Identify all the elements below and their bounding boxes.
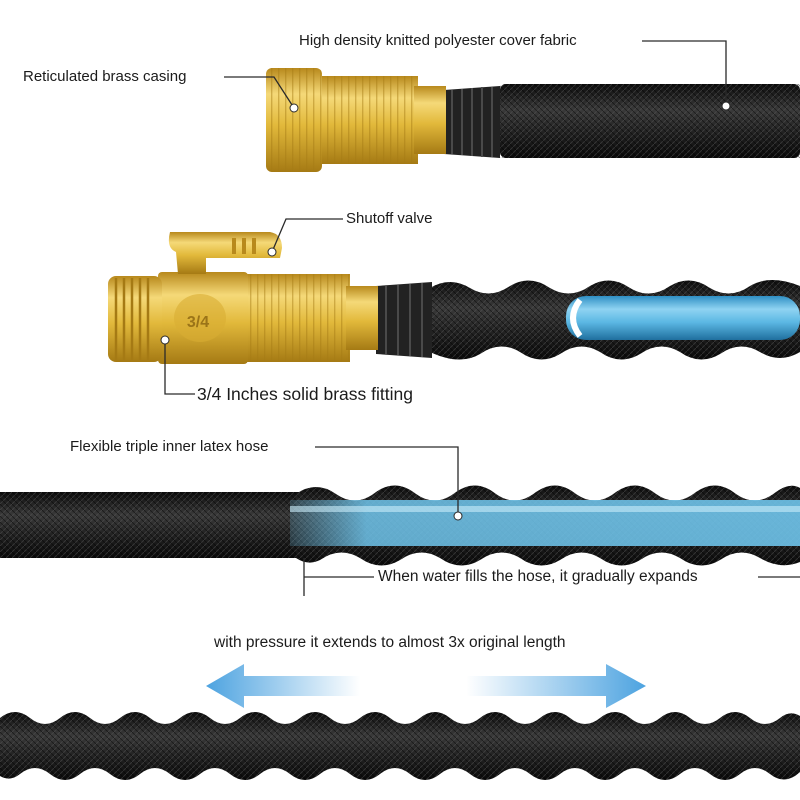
right-arrow bbox=[466, 664, 646, 708]
inner-latex-cutaway bbox=[566, 296, 800, 340]
middle-hose-assembly: 3/4 bbox=[108, 232, 800, 364]
fitting-size-marking: 3/4 bbox=[187, 314, 209, 331]
expands-label: When water fills the hose, it gradually … bbox=[378, 568, 698, 585]
callout-dots bbox=[160, 101, 731, 521]
cover-fabric-label: High density knitted polyester cover fab… bbox=[299, 32, 577, 49]
double-arrow-icon bbox=[206, 664, 646, 708]
brass-fitting-label: 3/4 Inches solid brass fitting bbox=[197, 384, 413, 404]
left-arrow bbox=[206, 664, 360, 708]
inner-latex-label: Flexible triple inner latex hose bbox=[70, 438, 269, 455]
callout-lines bbox=[164, 40, 800, 596]
shutoff-valve-handle bbox=[168, 232, 282, 274]
extends-label: with pressure it extends to almost 3x or… bbox=[214, 634, 566, 651]
expanding-hose-assembly bbox=[0, 485, 800, 566]
shutoff-valve-label: Shutoff valve bbox=[346, 210, 433, 227]
extended-hose bbox=[0, 712, 800, 780]
brass-casing-label: Reticulated brass casing bbox=[23, 68, 187, 85]
top-hose-assembly bbox=[266, 68, 800, 172]
